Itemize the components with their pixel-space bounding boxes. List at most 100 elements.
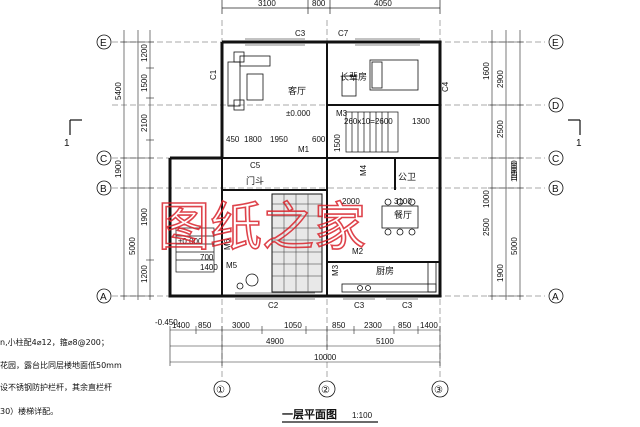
tag-m3-b: M3 [331,264,340,276]
section-mark-right [568,119,581,135]
axis-C-right: C [552,154,559,165]
interior-walls [221,42,440,296]
left-axis-bubbles [96,34,112,304]
room-elder-bedroom: 长辈房 [340,71,367,83]
room-living: 客厅 [288,85,306,97]
tag-c1: C1 [209,69,218,80]
bottom-dim-row2-1: 4900 [266,337,284,346]
tag-c4: C4 [441,81,450,92]
dim-2000: 2000 [342,197,360,206]
column-axis-bubbles [213,380,449,398]
bottom-dim-2: 850 [198,321,212,330]
tag-c3-top: C3 [295,29,306,38]
elevation-living: ±0.000 [286,109,311,118]
top-dim-1: 3100 [258,0,276,8]
dim-450: 450 [226,135,240,144]
plants [236,273,259,290]
axis-col-1: ① [216,385,225,396]
drawing-title: 一层平面图 [282,408,337,421]
tag-m6: M6 [223,238,232,250]
note-line-4: 30）楼梯详配。 [0,406,58,416]
elevation-stair: ±0.000 [178,237,203,246]
left-dimension-lines [120,30,154,300]
top-dim-2: 800 [312,0,326,8]
dim-1400: 1400 [200,263,218,272]
tag-c3-c: C3 [402,301,413,310]
room-kitchen: 厨房 [376,265,394,277]
tag-m1: M1 [298,145,310,154]
axis-A-right: A [552,292,559,303]
tag-c2: C2 [268,301,279,310]
dim-3100: 3100 [394,197,412,206]
axis-D-right: D [552,101,559,112]
tag-m3-a: M3 [336,109,348,118]
tag-m5: M5 [226,261,238,270]
note-line-2: 花园，露台比同层楼地面低50mm [0,360,122,370]
bottom-dim-6: 2300 [364,321,382,330]
right-dim-7: 5000 [510,237,519,255]
bottom-dim-8: 1400 [420,321,438,330]
bottom-dim-total: 10000 [314,353,337,362]
axis-B-right: B [552,184,559,195]
left-dim-inner-7: 5000 [128,237,137,255]
bottom-dim-row2-2: 5100 [376,337,394,346]
tag-c5: C5 [250,161,261,170]
elevation-exterior: -0.450 [155,318,178,327]
section-mark-left [69,119,82,135]
room-bathroom: 公卫 [398,172,416,183]
right-dim-8: 1900 [496,264,505,282]
left-dim-inner-2: 1500 [140,74,149,92]
stair-note: 260x10=2600 [344,117,393,126]
dim-600: 600 [312,135,326,144]
left-dim-inner-1: 1200 [140,44,149,62]
right-dim-5: 1000 [482,190,491,208]
watermark: 图纸之家 [158,198,366,258]
axis-A-left: A [100,292,107,303]
kitchen-counter [341,261,437,293]
axis-C-left: C [100,154,107,165]
axis-col-2: ② [321,385,330,396]
dim-700: 700 [200,253,214,262]
axis-E-left: E [100,38,107,49]
bottom-dim-7: 850 [398,321,412,330]
bottom-dim-4: 1050 [284,321,302,330]
dim-1950: 1950 [270,135,288,144]
dining-table [381,198,419,236]
drawing-scale: 1:100 [352,411,373,420]
left-dim-inner-5: 1900 [140,208,149,226]
left-dim-outer-1: 5400 [114,82,123,100]
dim-1300: 1300 [412,117,430,126]
window-markings [235,38,420,300]
bed-furniture [341,59,419,97]
bottom-dim-3: 3000 [232,321,250,330]
right-dim-total: 11900 [510,160,519,182]
right-dim-1: 1600 [482,62,491,80]
tag-m2: M2 [352,247,364,256]
right-axis-bubbles [548,34,564,304]
left-dim-inner-3: 2100 [140,114,149,132]
section-label-right: 1 [576,138,582,149]
bottom-dim-1: 1400 [172,321,190,330]
axis-E-right: E [552,38,559,49]
top-dim-3: 4050 [374,0,392,8]
room-dining: 餐厅 [394,209,412,221]
right-dim-6: 2500 [482,218,491,236]
note-line-3: 设不锈钢防护栏杆，其余直栏杆 [0,382,112,392]
bottom-dimension-lines [169,326,441,366]
left-dim-inner-9: 1200 [140,265,149,283]
right-dim-2: 2900 [496,70,505,88]
right-dim-3: 2500 [496,120,505,138]
section-label-left: 1 [64,138,70,149]
tag-c7: C7 [338,29,349,38]
top-dimension-chain [221,0,441,14]
right-dim-4: 1900 [510,162,519,180]
stairs [175,111,399,273]
right-dimension-lines [488,30,524,300]
dim-1800: 1800 [244,135,262,144]
tag-c3-b: C3 [354,301,365,310]
tag-m4: M4 [359,164,368,176]
room-foyer: 门斗 [246,175,264,187]
dim-1500: 1500 [333,134,342,152]
note-line-1: n,小柱配4⌀12，箍⌀8@200； [0,337,109,347]
